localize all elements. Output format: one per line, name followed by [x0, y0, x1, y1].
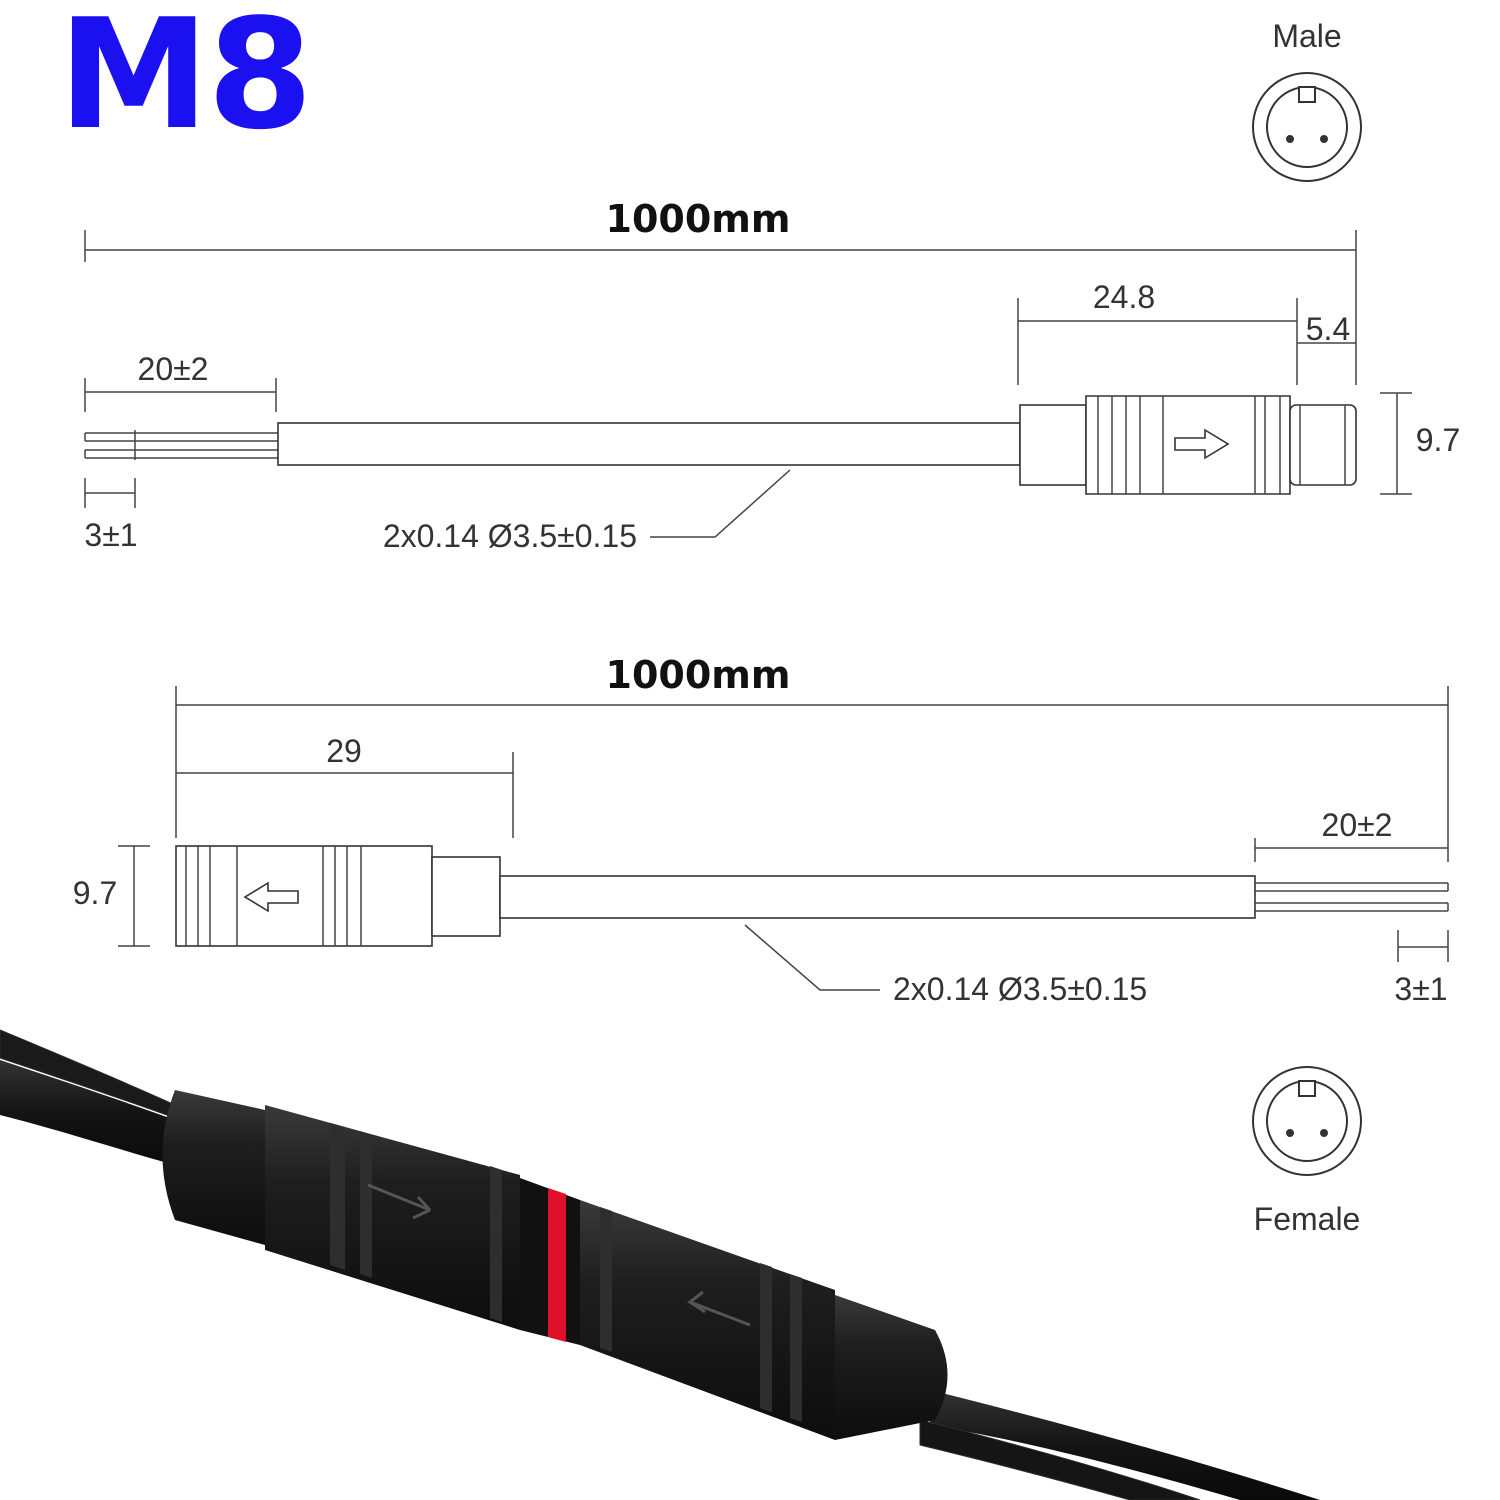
female-face-icon [1252, 1066, 1362, 1176]
photo-arrow-left-icon [686, 1290, 751, 1327]
male-tip-length: 3±1 [84, 517, 137, 553]
male-cable-drawing: 1000mm 20±2 3±1 2x0.14 Ø3.5±0.15 [84, 197, 1460, 554]
male-face-icon [1252, 72, 1362, 182]
male-tip-segment: 5.4 [1306, 311, 1350, 347]
connector-photo [0, 1029, 1320, 1500]
arrow-right-icon [1174, 428, 1230, 460]
female-cable-spec: 2x0.14 Ø3.5±0.15 [893, 971, 1147, 1007]
red-seal-ring [548, 1188, 566, 1342]
male-diameter: 9.7 [1416, 422, 1460, 458]
female-cable-drawing: 1000mm 29 9.7 [73, 653, 1449, 1007]
arrow-left-icon [243, 881, 299, 913]
male-connector-length: 24.8 [1093, 279, 1155, 315]
male-label: Male [1272, 18, 1341, 54]
female-strip-length: 20±2 [1322, 807, 1393, 843]
female-label: Female [1254, 1201, 1361, 1237]
female-total-length: 1000mm [606, 653, 791, 697]
male-total-length: 1000mm [606, 197, 791, 241]
model-title: M8 [58, 0, 313, 163]
male-strip-length: 20±2 [138, 351, 209, 387]
female-tip-length: 3±1 [1394, 971, 1447, 1007]
female-diameter: 9.7 [73, 875, 117, 911]
male-cable-spec: 2x0.14 Ø3.5±0.15 [383, 518, 637, 554]
photo-arrow-right-icon [367, 1183, 432, 1220]
female-connector-length: 29 [326, 733, 362, 769]
